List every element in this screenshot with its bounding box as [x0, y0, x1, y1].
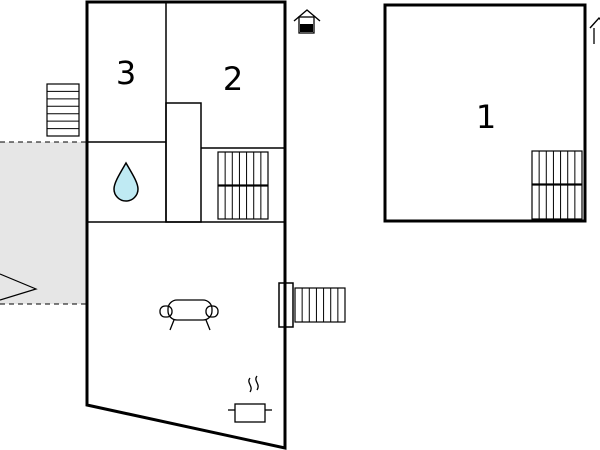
secondary-building: 1	[383, 3, 587, 223]
door	[278, 282, 294, 328]
terrace-arrow	[0, 273, 38, 301]
internal-staircase	[217, 151, 269, 220]
room-1-label: 1	[476, 98, 496, 136]
house-entrance-icon	[293, 9, 321, 34]
house-entrance-icon-secondary	[589, 16, 600, 44]
external-staircase-left	[46, 83, 80, 137]
secondary-building-outline	[383, 3, 587, 223]
shaft	[165, 102, 202, 223]
terrace	[0, 141, 86, 305]
main-building-outline	[85, 0, 287, 450]
sofa-icon	[159, 299, 219, 331]
external-staircase-right	[278, 282, 346, 328]
secondary-staircase	[531, 150, 583, 220]
main-building	[85, 0, 287, 450]
water-drop-icon	[113, 161, 139, 202]
room-3-label: 3	[116, 54, 136, 92]
cooking-pot-icon	[228, 375, 272, 423]
room-2-label: 2	[223, 60, 243, 98]
